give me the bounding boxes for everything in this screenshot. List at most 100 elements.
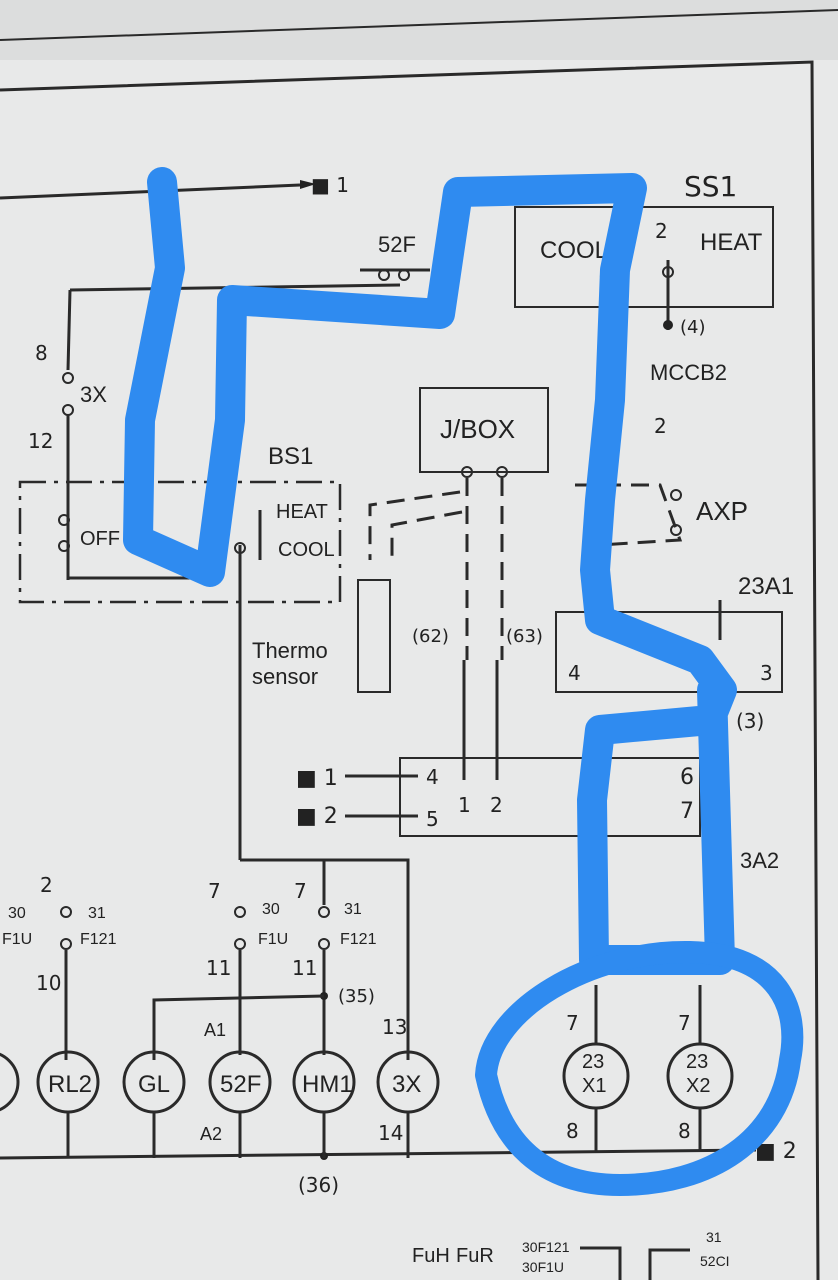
terminal-63: (63)	[506, 626, 543, 647]
coil-23x2-top: 23	[686, 1051, 708, 1073]
page-edge	[0, 9, 838, 41]
x1-terminal-8: 8	[566, 1119, 579, 1143]
bs1-label: BS1	[268, 443, 313, 470]
23a1-terminal-4: 4	[568, 661, 581, 685]
mccb2-label: MCCB2	[650, 360, 727, 385]
jbox	[419, 387, 549, 473]
frame-border	[0, 60, 820, 1280]
terminal-13: 13	[382, 1015, 407, 1039]
bs1-box	[18, 480, 342, 604]
terminal-block	[399, 757, 701, 837]
x-coil-feeds	[594, 985, 702, 1044]
contact	[234, 938, 246, 950]
ss1-cool: COOL	[540, 237, 608, 264]
3x-contact-label: 3X	[80, 382, 107, 407]
contact	[398, 269, 410, 281]
axp-label: AXP	[696, 496, 748, 526]
contact	[662, 266, 674, 278]
tb-5: 5	[426, 807, 439, 831]
coil-hm1-label: HM1	[302, 1071, 353, 1098]
terminal-3: (3)	[736, 709, 764, 733]
contact-30f-sub: F1U	[2, 931, 32, 948]
23a1-box	[555, 611, 783, 693]
bottom-bus	[0, 1148, 757, 1160]
bottom-contact-b: 30F1U	[522, 1259, 564, 1275]
tb-2: 2	[490, 793, 503, 817]
contact	[62, 372, 74, 384]
terminal-2-left: 2	[40, 873, 53, 897]
fur-label: FuR	[456, 1245, 494, 1267]
x2-terminal-7: 7	[678, 1011, 691, 1035]
terminal-62: (62)	[412, 626, 449, 647]
contact	[234, 906, 246, 918]
x2-terminal-8: 8	[678, 1119, 691, 1143]
terminal-12: 12	[28, 429, 53, 453]
node	[663, 320, 673, 330]
bs1-cool: COOL	[278, 539, 335, 561]
terminal-36: (36)	[298, 1173, 339, 1197]
ss1-terminal-2: 2	[655, 219, 668, 243]
coil-row: RL2 GL 52F HM1 3X	[0, 1050, 440, 1158]
contact	[58, 514, 70, 526]
contact	[58, 540, 70, 552]
jbox-label: J/BOX	[440, 414, 515, 444]
bottom-contact-d: 52CI	[700, 1253, 730, 1269]
paper-shadow	[0, 0, 838, 60]
bs1-heat: HEAT	[276, 501, 328, 523]
terminal-35: (35)	[338, 986, 375, 1007]
contact-30f-b-sub: F1U	[258, 931, 288, 948]
bottom-contact-c: 31	[706, 1229, 722, 1245]
contact-30f-b: 30	[262, 901, 280, 918]
contact	[670, 524, 682, 536]
terminal-2: ■ 2	[296, 804, 338, 829]
terminal	[461, 466, 473, 478]
coil-partial	[0, 1052, 20, 1112]
tb-7: 7	[680, 799, 694, 824]
terminal-11b: 11	[292, 956, 317, 980]
terminal-14: 14	[378, 1121, 403, 1145]
23a1-terminal-3: 3	[760, 661, 773, 685]
terminal-1: ■ 1	[296, 766, 338, 791]
thermo-wire-a	[368, 490, 461, 560]
wire-gl	[152, 994, 325, 1060]
wire-left	[66, 289, 72, 371]
highlight-path	[123, 167, 737, 975]
axp-contact	[575, 483, 683, 547]
contact	[670, 489, 682, 501]
coil-23x1-bottom: X1	[582, 1075, 606, 1097]
coil-23x1-top: 23	[582, 1051, 604, 1073]
contact-31f-sub: F121	[80, 931, 117, 948]
tb-6: 6	[680, 765, 694, 790]
contact-31f-b: 31	[344, 901, 362, 918]
thermo-label: Thermo	[252, 638, 328, 663]
bottom-wires	[580, 1246, 690, 1280]
contact	[234, 542, 246, 554]
terminal-11a: 11	[206, 956, 231, 980]
bottom-contact-a: 30F121	[522, 1239, 570, 1255]
ss1-label: SS1	[684, 170, 737, 203]
contact	[318, 938, 330, 950]
thermo-wire-b	[390, 510, 463, 560]
contact	[378, 269, 390, 281]
ss1-terminal-4: (4)	[680, 317, 706, 338]
ss1-heat: HEAT	[700, 229, 763, 256]
ss1-box	[514, 206, 774, 308]
terminal-7b: 7	[294, 879, 307, 903]
highlight-circle	[475, 940, 804, 1196]
contact-31f: 31	[88, 905, 106, 922]
thermo-sensor-body	[357, 579, 391, 693]
fuh-label: FuH	[412, 1245, 450, 1267]
terminal-a1: A1	[204, 1020, 226, 1040]
23a1-label: 23A1	[738, 573, 794, 600]
wire-3x	[240, 858, 410, 1060]
arrow	[300, 180, 316, 189]
terminal-8: 8	[35, 341, 48, 365]
3a2-label: 3A2	[740, 848, 779, 873]
coil-23x2-bottom: X2	[686, 1075, 710, 1097]
coil-gl-label: GL	[138, 1071, 170, 1098]
contact	[60, 938, 72, 950]
terminal-10: 10	[36, 971, 61, 995]
